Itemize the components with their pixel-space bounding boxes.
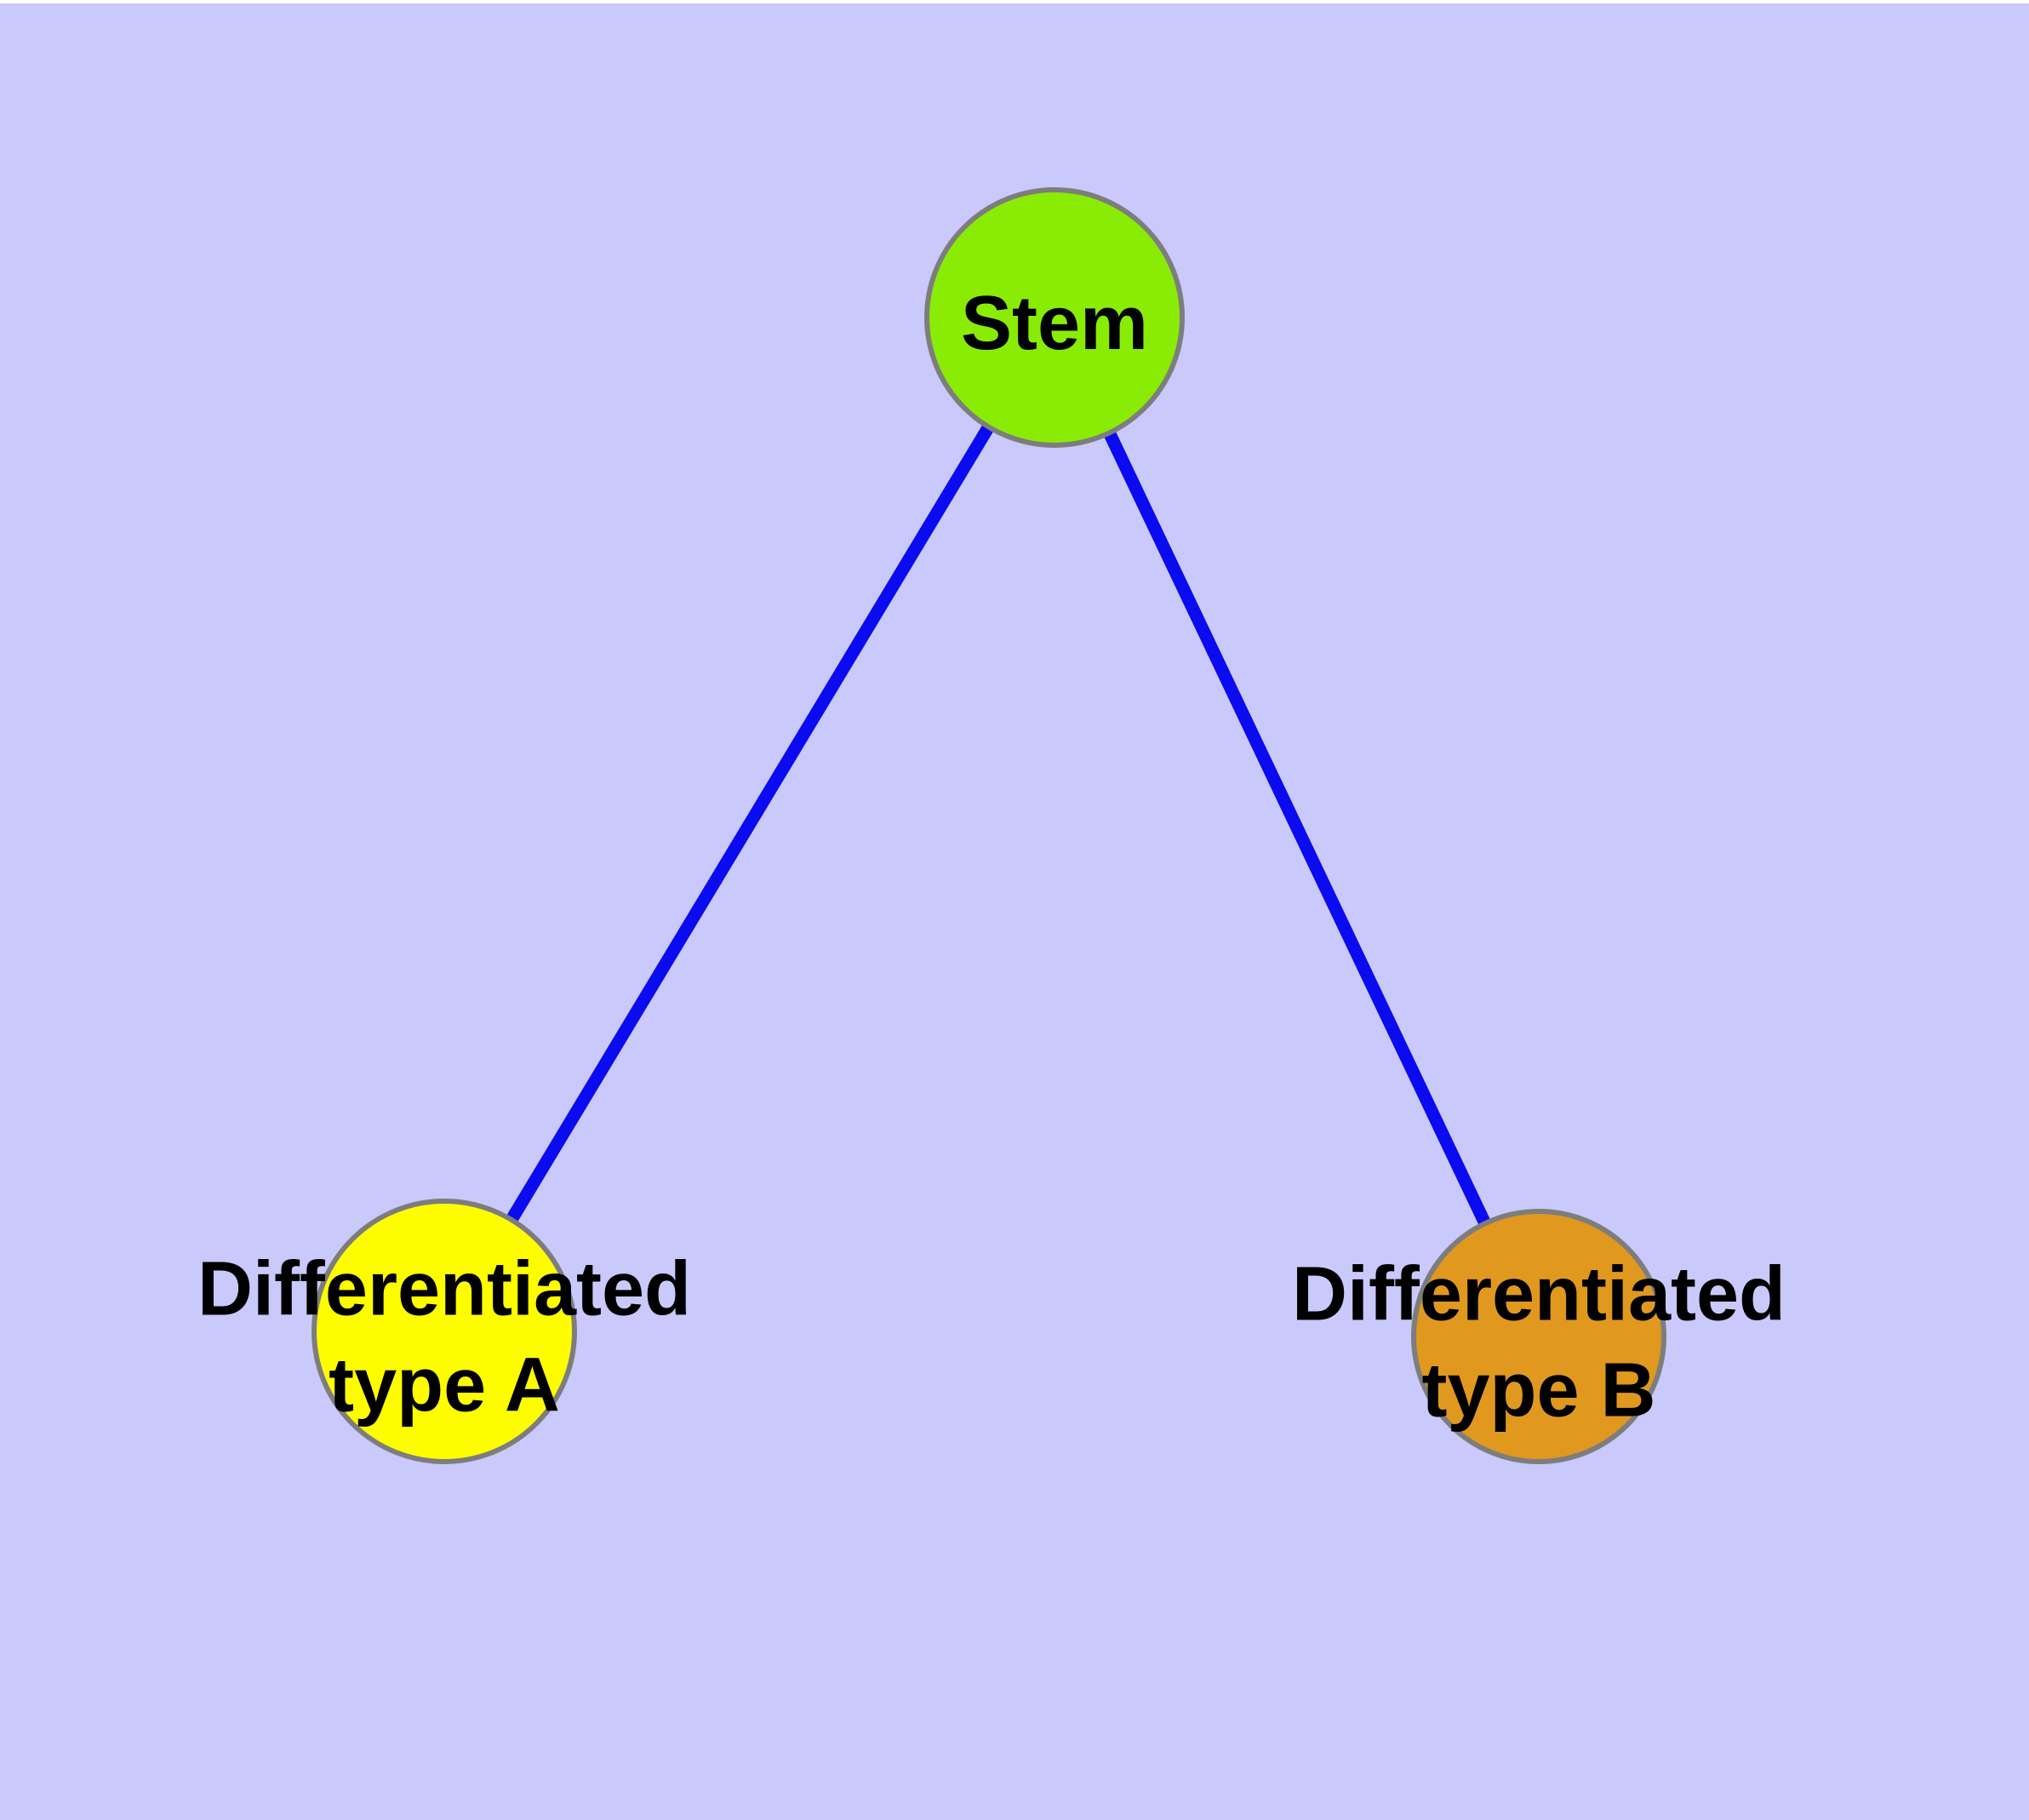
edge-stem-to-differentiated-type-b [1103, 430, 1491, 1227]
edge-stem-to-differentiated-type-a [506, 423, 995, 1223]
edges-layer [506, 423, 1491, 1227]
node-circle-differentiated-type-b [1411, 1209, 1666, 1464]
node-stem: Stem [924, 187, 1185, 448]
node-label-stem: Stem [961, 281, 1148, 366]
node-circle-differentiated-type-a [311, 1199, 577, 1464]
node-circle-stem [924, 187, 1185, 448]
